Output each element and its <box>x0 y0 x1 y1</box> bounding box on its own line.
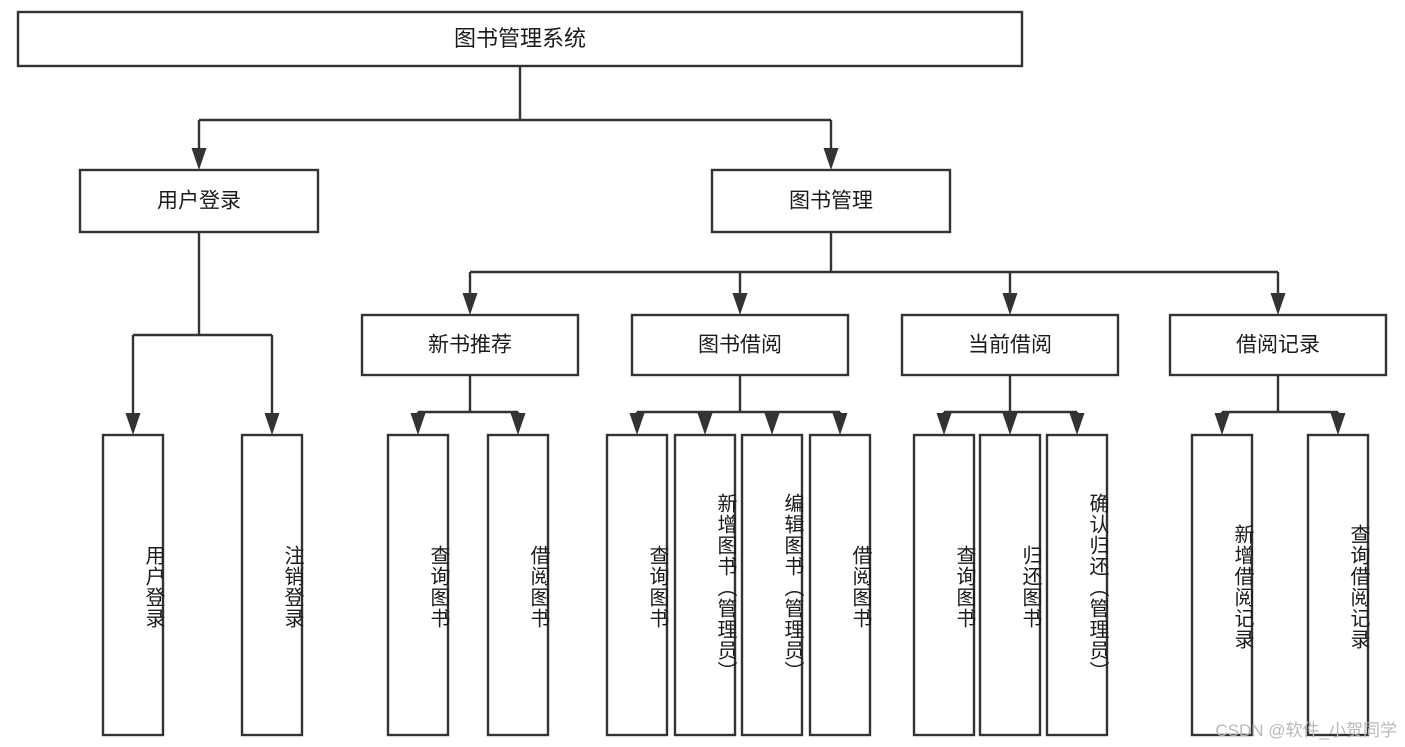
node-box-leaf-10 <box>1045 433 1109 737</box>
arrow-to-leaf-7 <box>832 413 848 435</box>
node-box-root <box>16 10 1024 68</box>
arrow-to-leaf-1 <box>264 413 280 435</box>
csdn-watermark: CSDN @软件_小贺同学 <box>1215 721 1397 740</box>
node-label-level2-1: 图书管理 <box>789 190 873 213</box>
node-box-leaf-12 <box>1306 433 1370 737</box>
node-box-level2-0 <box>78 168 320 234</box>
arrow-to-leaf-2 <box>410 413 426 435</box>
node-label-level3-1: 图书借阅 <box>698 334 782 357</box>
arrow-to-leaf-8 <box>936 413 952 435</box>
node-box-leaf-0 <box>101 433 165 737</box>
connectors-layer <box>125 66 1346 435</box>
node-label-root: 图书管理系统 <box>454 26 586 51</box>
node-box-leaf-4 <box>605 433 669 737</box>
arrow-to-level3-0 <box>462 293 478 315</box>
node-box-leaf-6 <box>740 433 804 737</box>
node-box-leaf-3 <box>486 433 550 737</box>
node-box-leaf-2 <box>386 433 450 737</box>
node-box-leaf-9 <box>978 433 1042 737</box>
arrow-to-leaf-9 <box>1002 413 1018 435</box>
node-box-leaf-5 <box>673 433 737 737</box>
boxes-layer <box>16 10 1388 737</box>
arrow-to-leaf-12 <box>1330 413 1346 435</box>
arrow-to-leaf-5 <box>697 413 713 435</box>
node-box-level3-1 <box>630 313 850 377</box>
node-box-level2-1 <box>710 168 952 234</box>
arrow-to-leaf-6 <box>764 413 780 435</box>
node-box-level3-3 <box>1168 313 1388 377</box>
node-box-leaf-8 <box>912 433 976 737</box>
arrow-to-level2-0 <box>191 148 207 170</box>
node-box-leaf-1 <box>240 433 304 737</box>
node-label-level2-0: 用户登录 <box>157 190 241 213</box>
node-box-leaf-11 <box>1190 433 1254 737</box>
arrow-to-level3-1 <box>732 293 748 315</box>
arrow-to-leaf-11 <box>1214 413 1230 435</box>
node-label-level3-2: 当前借阅 <box>968 334 1052 357</box>
arrow-to-level3-2 <box>1002 293 1018 315</box>
node-box-level3-0 <box>360 313 580 377</box>
arrow-to-level3-3 <box>1270 293 1286 315</box>
arrow-to-leaf-0 <box>125 413 141 435</box>
arrow-to-level2-1 <box>823 148 839 170</box>
arrow-to-leaf-4 <box>629 413 645 435</box>
node-box-level3-2 <box>900 313 1120 377</box>
node-label-level3-0: 新书推荐 <box>428 334 512 357</box>
node-label-level3-3: 借阅记录 <box>1236 334 1320 357</box>
arrow-to-leaf-3 <box>510 413 526 435</box>
arrow-to-leaf-10 <box>1069 413 1085 435</box>
node-box-leaf-7 <box>808 433 872 737</box>
